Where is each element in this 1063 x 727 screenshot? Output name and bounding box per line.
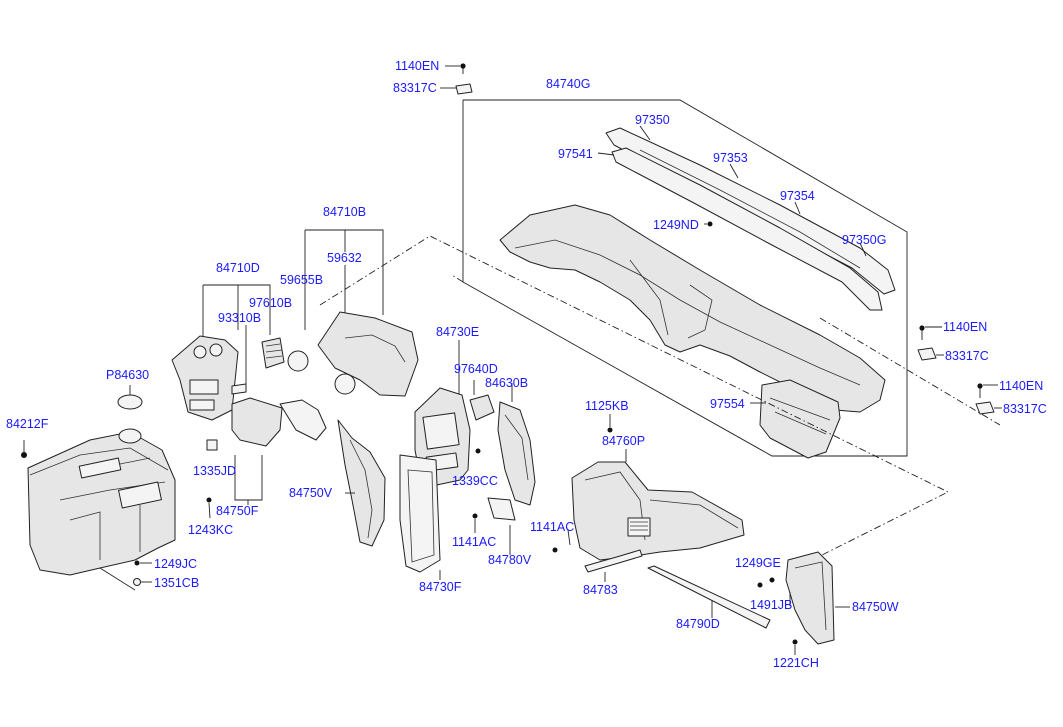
clip-icon <box>975 401 995 415</box>
part-label[interactable]: 83317C <box>1003 402 1047 416</box>
cup-holder-part <box>117 394 143 410</box>
nut-icon <box>133 578 141 586</box>
part-label[interactable]: 83317C <box>393 81 437 95</box>
bracket-plate-part <box>487 497 516 521</box>
screw-icon <box>206 497 212 503</box>
bolt-icon <box>977 383 983 389</box>
part-label[interactable]: 84730F <box>419 580 462 594</box>
part-label[interactable]: 97640D <box>454 362 498 376</box>
part-label[interactable]: P84630 <box>106 368 149 382</box>
part-label[interactable]: 97541 <box>558 147 593 161</box>
bolt-icon <box>460 63 466 69</box>
part-label[interactable]: 1140EN <box>999 379 1043 393</box>
dash-leader <box>319 235 950 561</box>
gauge-ring-part-2 <box>334 373 356 395</box>
side-bracket-part <box>337 419 386 547</box>
cluster-detail <box>344 334 406 363</box>
dash-leader <box>819 317 1001 426</box>
part-label[interactable]: 97350G <box>842 233 886 247</box>
part-label[interactable]: 1339CC <box>452 474 498 488</box>
bolt-icon <box>919 325 925 331</box>
part-label[interactable]: 1249JC <box>154 557 197 571</box>
part-label[interactable]: 84630B <box>485 376 528 390</box>
screw-icon <box>792 639 798 645</box>
part-label[interactable]: 1141AC <box>452 535 496 549</box>
part-label[interactable]: 97353 <box>713 151 748 165</box>
screw-icon <box>707 221 713 227</box>
nozzle-detail <box>639 149 861 269</box>
clip-icon <box>206 439 218 451</box>
screw-icon <box>769 577 775 583</box>
lower-bracket-part <box>231 397 283 447</box>
part-label[interactable]: 84790D <box>676 617 720 631</box>
part-label[interactable]: 84710D <box>216 261 260 275</box>
lower-frame-part <box>399 454 441 573</box>
crash-pad-detail <box>514 239 861 386</box>
long-strip-part <box>647 565 771 629</box>
part-label[interactable]: 84212F <box>6 417 49 431</box>
heater-control-part <box>261 337 285 369</box>
gauge-ring-part <box>287 350 309 372</box>
dash-leader <box>451 274 464 283</box>
part-label[interactable]: 84750V <box>289 486 333 500</box>
clip-icon <box>455 83 473 95</box>
grille-part <box>627 517 651 537</box>
part-label[interactable]: 1491JB <box>750 598 792 612</box>
part-label[interactable]: 1249GE <box>735 556 781 570</box>
part-label[interactable]: 84760P <box>602 434 645 448</box>
part-label[interactable]: 1125KB <box>585 399 629 413</box>
part-label[interactable]: 1140EN <box>943 320 987 334</box>
screw-icon <box>472 513 478 519</box>
part-label[interactable]: 97350 <box>635 113 670 127</box>
screw-icon <box>134 560 140 566</box>
cluster-fascia-part <box>317 311 419 397</box>
part-label[interactable]: 84750W <box>852 600 899 614</box>
part-label[interactable]: 84710B <box>323 205 366 219</box>
part-label[interactable]: 1243KC <box>188 523 233 537</box>
part-label[interactable]: 84750F <box>216 504 259 518</box>
clip-icon <box>917 347 937 361</box>
part-label[interactable]: 84740G <box>546 77 590 91</box>
screw-icon <box>757 582 763 588</box>
center-duct-detail <box>769 397 831 435</box>
part-label[interactable]: 1221CH <box>773 656 819 670</box>
screw-icon <box>552 547 558 553</box>
part-label[interactable]: 1140EN <box>395 59 439 73</box>
part-label[interactable]: 97610B <box>249 296 292 310</box>
part-label[interactable]: 59632 <box>327 251 362 265</box>
screw-icon <box>475 448 481 454</box>
part-label[interactable]: 93310B <box>218 311 261 325</box>
part-label[interactable]: 84780V <box>488 553 532 567</box>
part-label[interactable]: 59655B <box>280 273 323 287</box>
mounting-bracket-part <box>497 401 536 506</box>
part-label[interactable]: 1141AC <box>530 520 574 534</box>
part-label[interactable]: 1249ND <box>653 218 699 232</box>
crash-pad-detail-2 <box>629 259 669 336</box>
trim-strip-part <box>584 549 643 573</box>
bracket-part-2 <box>279 399 327 441</box>
vent-part <box>469 394 495 421</box>
part-label[interactable]: 1351CB <box>154 576 199 590</box>
defroster-nozzle-lower <box>611 147 883 311</box>
screw-icon <box>607 427 613 433</box>
lower-panel-part <box>571 461 745 561</box>
part-label[interactable]: 84783 <box>583 583 618 597</box>
part-label[interactable]: 1335JD <box>193 464 236 478</box>
crash-pad-detail-3 <box>687 284 713 339</box>
part-label[interactable]: 84730E <box>436 325 479 339</box>
clip-icon <box>21 452 27 458</box>
part-label[interactable]: 97354 <box>780 189 815 203</box>
part-label[interactable]: 97554 <box>710 397 745 411</box>
switch-part <box>231 383 247 395</box>
console-body-part <box>27 431 176 576</box>
right-bracket-part <box>785 551 835 645</box>
part-label[interactable]: 83317C <box>945 349 989 363</box>
